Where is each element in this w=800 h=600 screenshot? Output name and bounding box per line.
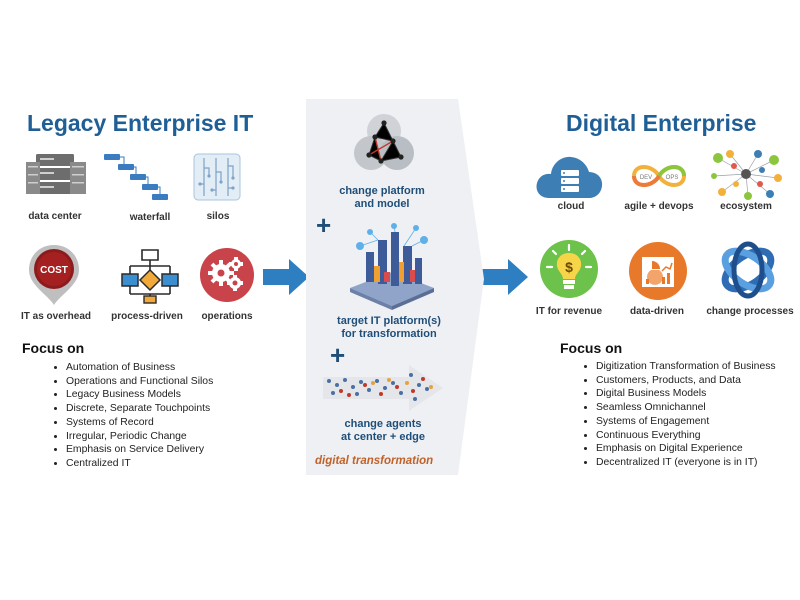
- svg-text:$: $: [565, 259, 573, 275]
- plus-icon: +: [316, 210, 332, 240]
- list-item: Legacy Business Models: [66, 388, 213, 402]
- silos-label: silos: [206, 211, 230, 222]
- platform-network-icon: [354, 114, 414, 170]
- it-overhead-label: IT as overhead: [20, 311, 92, 322]
- digital-focus-heading: Focus on: [560, 340, 623, 356]
- silos-icon: [193, 153, 241, 201]
- digital-title: Digital Enterprise: [566, 110, 757, 136]
- operations-label: operations: [201, 311, 253, 322]
- change-processes-label: change processes: [706, 306, 794, 317]
- list-item: Operations and Functional Silos: [66, 375, 213, 389]
- digital-focus-list: Digitization Transformation of Business …: [596, 360, 776, 470]
- list-item: Irregular, Periodic Change: [66, 430, 213, 444]
- waterfall-icon: [104, 154, 168, 200]
- loop-icon: [721, 241, 775, 299]
- digital-transformation-label: digital transformation: [315, 455, 434, 467]
- plus-icon: +: [330, 340, 346, 370]
- change-platform-label: change platform and model: [339, 185, 425, 210]
- ecosystem-network-icon: [711, 150, 782, 200]
- list-item: Emphasis on Service Delivery: [66, 443, 213, 457]
- svg-text:DEV: DEV: [640, 175, 652, 181]
- list-item: Seamless Omnichannel: [596, 401, 776, 415]
- devops-infinity-icon: DEV OPS: [631, 165, 687, 187]
- arrow-right-icon: [482, 259, 528, 295]
- list-item: Continuous Everything: [596, 429, 776, 443]
- list-item: Digitization Transformation of Business: [596, 360, 776, 374]
- it-revenue-label: IT for revenue: [535, 306, 603, 317]
- list-item: Automation of Business: [66, 361, 213, 375]
- waterfall-label: waterfall: [129, 212, 171, 223]
- legacy-focus-heading: Focus on: [22, 340, 85, 356]
- list-item: Discrete, Separate Touchpoints: [66, 402, 213, 416]
- list-item: Digital Business Models: [596, 387, 776, 401]
- target-platform-label: target IT platform(s) for transformation: [337, 315, 441, 340]
- lightbulb-dollar-icon: $: [540, 240, 598, 298]
- list-item: Systems of Engagement: [596, 415, 776, 429]
- target-platform-icon: [350, 223, 434, 310]
- list-item: Decentralized IT (everyone is in IT): [596, 456, 776, 470]
- server-rack-icon: [26, 154, 86, 194]
- change-agents-label: change agents at center + edge: [340, 418, 426, 443]
- gears-icon: [200, 248, 254, 302]
- arrow-right-icon: [263, 259, 309, 295]
- data-driven-label: data-driven: [630, 306, 684, 317]
- list-item: Systems of Record: [66, 416, 213, 430]
- legacy-title: Legacy Enterprise IT: [27, 110, 254, 136]
- process-driven-label: process-driven: [111, 311, 183, 322]
- cloud-server-icon: [536, 156, 603, 198]
- list-item: Emphasis on Digital Experience: [596, 442, 776, 456]
- chart-icon: [629, 242, 687, 300]
- flowchart-icon: [121, 249, 179, 304]
- data-center-label: data center: [28, 211, 82, 222]
- ecosystem-label: ecosystem: [720, 201, 772, 212]
- list-item: Customers, Products, and Data: [596, 374, 776, 388]
- cloud-label: cloud: [557, 201, 585, 212]
- list-item: Centralized IT: [66, 457, 213, 471]
- legacy-focus-list: Automation of Business Operations and Fu…: [66, 361, 213, 471]
- cost-badge-text: COST: [40, 265, 68, 276]
- cost-pin-icon: COST: [29, 245, 79, 305]
- svg-text:OPS: OPS: [666, 175, 679, 181]
- crowd-arrow-icon: [323, 365, 443, 411]
- agile-devops-label: agile + devops: [624, 201, 694, 212]
